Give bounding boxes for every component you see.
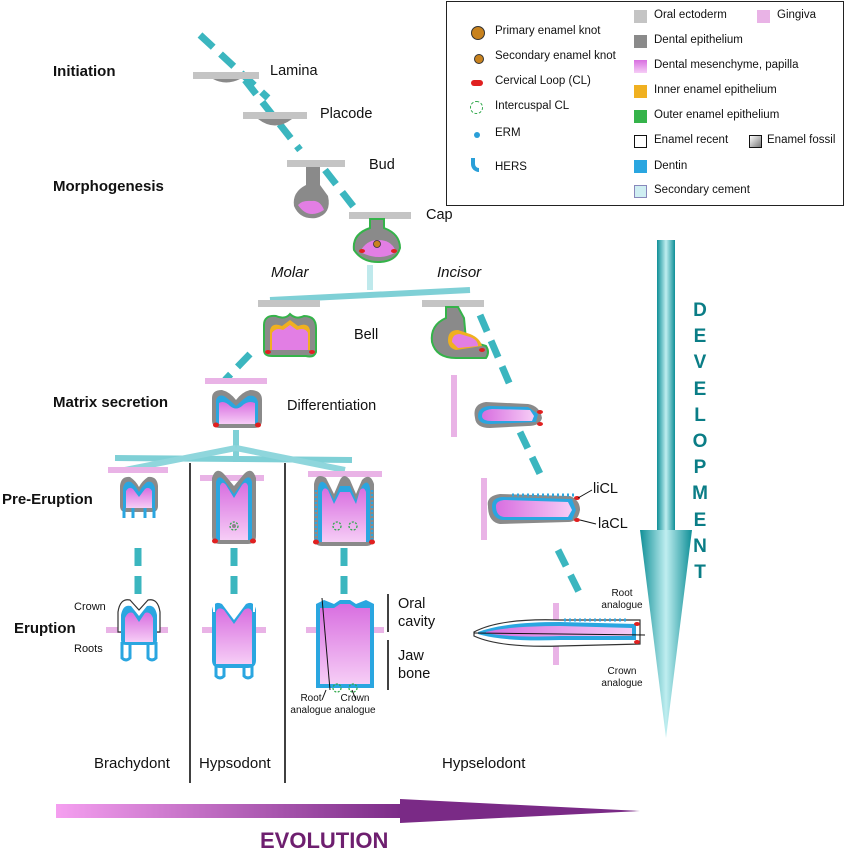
legend-gingiva: Gingiva: [777, 9, 816, 21]
step-placode: Placode: [320, 106, 373, 122]
connector-incisor-eruption: [554, 548, 586, 600]
annotation-crown-analogue: Crown analogue: [334, 693, 376, 716]
stage-morphogenesis: Morphogenesis: [53, 178, 164, 195]
legend-intercuspal-cl: Intercuspal CL: [495, 100, 570, 112]
dev-letter: L: [694, 404, 706, 426]
legend-secondary-cement: Secondary cement: [654, 184, 750, 196]
pre-eruption-incisor: [481, 478, 597, 540]
legend: Primary enamel knot Secondary enamel kno…: [446, 1, 844, 206]
secondary-enamel-knot-icon: [474, 54, 484, 64]
legend-dental-epithelium: Dental epithelium: [654, 34, 743, 46]
incisor-bell: [422, 300, 489, 359]
type-hypsodont: Hypsodont: [199, 755, 271, 772]
enamel-fossil-swatch: [749, 135, 762, 148]
development-label: D E V E L O P M E N T: [686, 298, 714, 586]
secondary-cement-swatch: [634, 185, 647, 198]
annotation-jaw-1: Jaw: [398, 648, 424, 664]
pre-eruption-brachydont: [108, 467, 168, 518]
step-lamina: Lamina: [270, 63, 318, 79]
evolution-label: EVOLUTION: [260, 828, 389, 853]
legend-enamel-fossil: Enamel fossil: [767, 134, 836, 146]
dev-letter: E: [693, 378, 707, 400]
legend-outer-enamel-epithelium: Outer enamel epithelium: [654, 109, 780, 121]
differentiation-incisor: [451, 375, 543, 437]
connector-incisor-pre: [516, 430, 546, 480]
stage-initiation: Initiation: [53, 63, 116, 80]
gingiva-swatch: [757, 10, 770, 23]
stage-pre-eruption: Pre-Eruption: [2, 491, 93, 508]
legend-cervical-loop: Cervical Loop (CL): [495, 75, 591, 87]
early-stages: [193, 72, 411, 264]
annotation-licl: liCL: [593, 481, 618, 497]
annotation-root-analogue: Root analogue: [290, 693, 332, 716]
dev-letter: M: [692, 483, 708, 505]
dev-letter: E: [693, 509, 707, 531]
annotation-oral-1: Oral: [398, 596, 426, 612]
legend-dental-mesenchyme: Dental mesenchyme, papilla: [654, 59, 799, 71]
annotation-jaw-2: bone: [398, 666, 431, 682]
type-brachydont: Brachydont: [94, 755, 170, 772]
dev-letter: N: [693, 535, 707, 557]
annotation-incisor-root-analogue: Root analogue: [601, 588, 643, 611]
legend-inner-enamel-epithelium: Inner enamel epithelium: [654, 84, 777, 96]
annotation-oral-2: cavity: [398, 614, 436, 630]
step-cap: Cap: [426, 207, 453, 223]
dev-letter: O: [692, 431, 708, 453]
step-differentiation: Differentiation: [287, 398, 377, 414]
cervical-loop-icon: [471, 80, 483, 86]
outer-enamel-epithelium-swatch: [634, 110, 647, 123]
type-hypselodont: Hypselodont: [442, 755, 526, 772]
eruption-hypsodont: [202, 602, 266, 680]
erm-icon: [474, 132, 480, 138]
dev-letter: V: [693, 352, 707, 374]
annotation-roots: Roots: [74, 643, 103, 655]
legend-erm: ERM: [495, 127, 521, 139]
branch-lines: [114, 265, 471, 473]
pre-eruption-hypsodont: [200, 470, 264, 544]
connector-lamina-placode: [197, 32, 271, 101]
stage-eruption: Eruption: [14, 620, 76, 637]
branch-molar: Molar: [271, 264, 309, 281]
branch-incisor: Incisor: [437, 264, 482, 281]
eruption-hypselodont: [306, 597, 384, 701]
connector-bud-cap: [322, 167, 363, 218]
legend-enamel-recent: Enamel recent: [654, 134, 729, 146]
annotation-incisor-crown-analogue: Crown analogue: [601, 666, 643, 689]
dev-letter: D: [693, 300, 707, 321]
step-bell: Bell: [354, 327, 379, 343]
molar-bell: [258, 300, 320, 358]
legend-oral-ectoderm: Oral ectoderm: [654, 9, 727, 21]
dentin-swatch: [634, 160, 647, 173]
intercuspal-cl-icon: [470, 101, 483, 114]
dev-letter: P: [693, 457, 707, 479]
dev-letter: T: [694, 562, 706, 584]
annotation-lacl: laCL: [598, 516, 628, 532]
eruption-brachydont: [106, 599, 168, 662]
connector-bell-differentiation: [222, 351, 253, 383]
inner-enamel-epithelium-swatch: [634, 85, 647, 98]
dental-epithelium-swatch: [634, 35, 647, 48]
oral-ectoderm-swatch: [634, 10, 647, 23]
hers-icon: [471, 158, 479, 172]
development-arrow: [640, 240, 692, 738]
differentiation-molar: [205, 378, 267, 428]
legend-dentin: Dentin: [654, 160, 688, 172]
primary-enamel-knot-icon: [471, 26, 485, 40]
eruption-incisor: [473, 603, 646, 665]
dev-letter: E: [693, 326, 707, 348]
pre-eruption-hypselodont: [308, 471, 382, 546]
annotation-crown: Crown: [74, 601, 106, 613]
step-bud: Bud: [369, 157, 395, 173]
dental-mesenchyme-swatch: [634, 60, 647, 73]
enamel-recent-swatch: [634, 135, 647, 148]
legend-secondary-enamel-knot: Secondary enamel knot: [495, 50, 616, 62]
type-separators: [189, 463, 286, 783]
stage-matrix-secretion: Matrix secretion: [53, 394, 169, 411]
connector-incisor-bell-diff: [476, 313, 514, 387]
legend-primary-enamel-knot: Primary enamel knot: [495, 25, 601, 37]
legend-hers: HERS: [495, 161, 527, 173]
evolution-arrow: [56, 799, 640, 823]
